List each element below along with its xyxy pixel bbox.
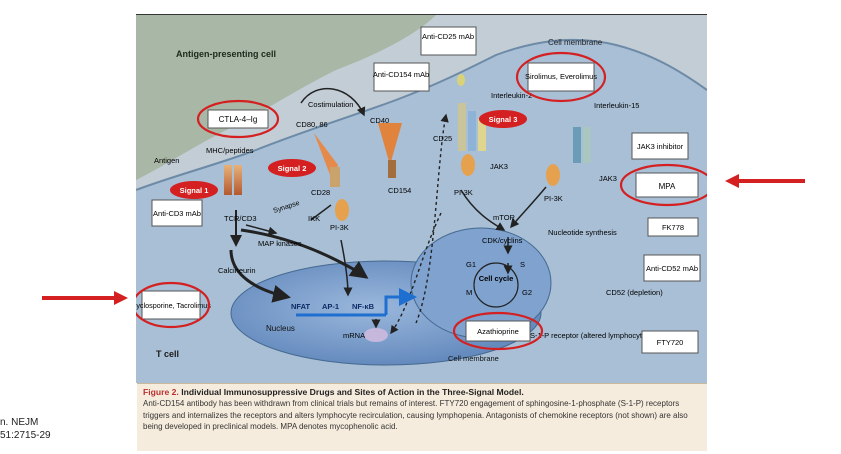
nfat-label: NFAT	[291, 302, 310, 311]
ap1-label: AP-1	[322, 302, 339, 311]
ctla4-box: CTLA-4–Ig	[207, 109, 269, 129]
jak3-a-label: JAK3	[490, 162, 508, 171]
svg-text:Cyclosporine, Tacrolimus: Cyclosporine, Tacrolimus	[136, 301, 211, 310]
anti-cd52-box: Anti-CD52 mAb	[643, 254, 701, 282]
jak3-b-label: JAK3	[599, 174, 617, 183]
sirolimus-highlight	[515, 51, 607, 103]
nfkb-label: NF-κB	[352, 302, 375, 311]
anti-cd154-box: Anti-CD154 mAb	[373, 62, 430, 92]
signal-3-badge: Signal 3	[479, 110, 527, 128]
mrna-label: mRNA	[343, 331, 365, 340]
azathioprine-highlight	[452, 311, 544, 351]
pi3k-a-label: PI-3K	[330, 223, 349, 232]
signal-1-badge: Signal 1	[170, 181, 218, 199]
cell-cycle-line: Cell cycle	[479, 274, 514, 283]
map-label: MAP kinases	[258, 239, 302, 248]
cd80-cd28	[314, 133, 340, 187]
svg-text:Azathioprine: Azathioprine	[477, 327, 519, 336]
caption-body: Anti-CD154 antibody has been withdrawn f…	[143, 399, 688, 431]
cell-cycle-label: Cell cycle	[479, 274, 514, 283]
cd40-cd154	[378, 123, 402, 178]
pi3k-c-shape	[546, 164, 560, 186]
svg-text:Anti-CD52 mAb: Anti-CD52 mAb	[646, 264, 698, 273]
jak3-inhibitor-box: JAK3 inhibitor	[631, 132, 689, 160]
m-label: M	[466, 288, 472, 297]
g2-label: G2	[522, 288, 532, 297]
svg-text:CTLA-4–Ig: CTLA-4–Ig	[219, 115, 258, 124]
ikk-label: IKK	[308, 214, 320, 223]
mpa-highlight	[619, 163, 707, 207]
s-label: S	[520, 260, 525, 269]
svg-text:Anti-CD3 mAb: Anti-CD3 mAb	[153, 209, 201, 218]
svg-text:Anti-CD25 mAb: Anti-CD25 mAb	[422, 32, 474, 41]
caption-title: Individual Immunosuppressive Drugs and S…	[181, 387, 524, 397]
citation-line1: n. NEJM	[0, 417, 39, 428]
mpa-box: MPA	[635, 172, 699, 198]
mtor-label: mTOR	[493, 213, 516, 222]
cdk-label: CDK/cyclins	[482, 236, 523, 245]
anti-cd3-box: Anti-CD3 mAb	[151, 199, 203, 227]
nucleotide-label: Nucleotide synthesis	[548, 228, 617, 237]
svg-text:FTY720: FTY720	[657, 338, 684, 347]
mhc-label: MHC/peptides	[206, 146, 254, 155]
il15-receptor	[573, 127, 591, 163]
svg-text:FK778: FK778	[662, 223, 684, 232]
cd25-label: CD25	[433, 134, 452, 143]
cd80-86-label: CD80, 86	[296, 120, 328, 129]
calcineurin-label: Calcineurin	[218, 266, 256, 275]
fty720-box: FTY720	[641, 330, 699, 354]
il2-label: Interleukin-2	[491, 91, 532, 100]
svg-text:JAK3 inhibitor: JAK3 inhibitor	[637, 142, 684, 151]
azathioprine-box: Azathioprine	[465, 320, 531, 342]
costimulation-label: Costimulation	[308, 100, 353, 109]
svg-text:MPA: MPA	[659, 182, 676, 191]
mrna-shape	[364, 328, 388, 342]
cd25-il2r	[458, 103, 486, 151]
cd40-label: CD40	[370, 116, 389, 125]
figure-caption: Figure 2. Individual Immunosuppressive D…	[137, 383, 707, 451]
cyclosporine-box: Cyclosporine, Tacrolimus	[136, 290, 211, 320]
sirolimus-box: Sirolimus, Everolimus	[525, 62, 597, 92]
il15-label: Interleukin-15	[594, 101, 639, 110]
g1-label: G1	[466, 260, 476, 269]
pi3k-b-label: PI-3K	[454, 188, 473, 197]
arrow-to-mpa	[725, 174, 805, 188]
s1p-label: S-1-P receptor (altered lymphocyte recir…	[530, 331, 692, 340]
citation-line2: 51:2715-29	[0, 430, 51, 441]
apc-region	[136, 15, 436, 180]
nucleus-label: Nucleus	[266, 324, 295, 333]
cd28-label: CD28	[311, 188, 330, 197]
pi3k-b-shape	[461, 154, 475, 176]
t-cell-label: T cell	[156, 349, 179, 359]
svg-text:Signal 3: Signal 3	[489, 115, 518, 124]
svg-text:Signal 1: Signal 1	[180, 186, 209, 195]
svg-text:Sirolimus, Everolimus: Sirolimus, Everolimus	[525, 72, 597, 81]
ctla4-highlight	[196, 99, 280, 139]
cell-membrane-bottom-label: Cell membrane	[448, 354, 499, 363]
antigen-label: Antigen	[154, 156, 179, 165]
signal-2-badge: Signal 2	[268, 159, 316, 177]
caption-figure-label: Figure 2.	[143, 387, 179, 397]
arrow-to-cyclosporine	[42, 291, 128, 305]
citation: n. NEJM 51:2715-29	[0, 416, 51, 442]
fk778-box: FK778	[647, 217, 699, 237]
three-signal-diagram: Antigen-presenting cell Cell membrane T …	[136, 15, 707, 452]
cyclosporine-highlight	[136, 281, 211, 329]
cd154-label: CD154	[388, 186, 411, 195]
tcr-label: TCR/CD3	[224, 214, 257, 223]
pi3k-a-shape	[335, 199, 349, 221]
cd52-label: CD52 (depletion)	[606, 288, 663, 297]
svg-text:Signal 2: Signal 2	[278, 164, 307, 173]
caption-title-row: Figure 2. Individual Immunosuppressive D…	[143, 387, 701, 398]
tcr-receptor	[224, 165, 242, 195]
svg-text:Anti-CD154 mAb: Anti-CD154 mAb	[373, 70, 429, 79]
cell-membrane-top-label: Cell membrane	[548, 38, 603, 47]
apc-label: Antigen-presenting cell	[176, 49, 276, 59]
anti-cd25-box: Anti-CD25 mAb	[420, 26, 477, 56]
pi3k-c-label: PI-3K	[544, 194, 563, 203]
